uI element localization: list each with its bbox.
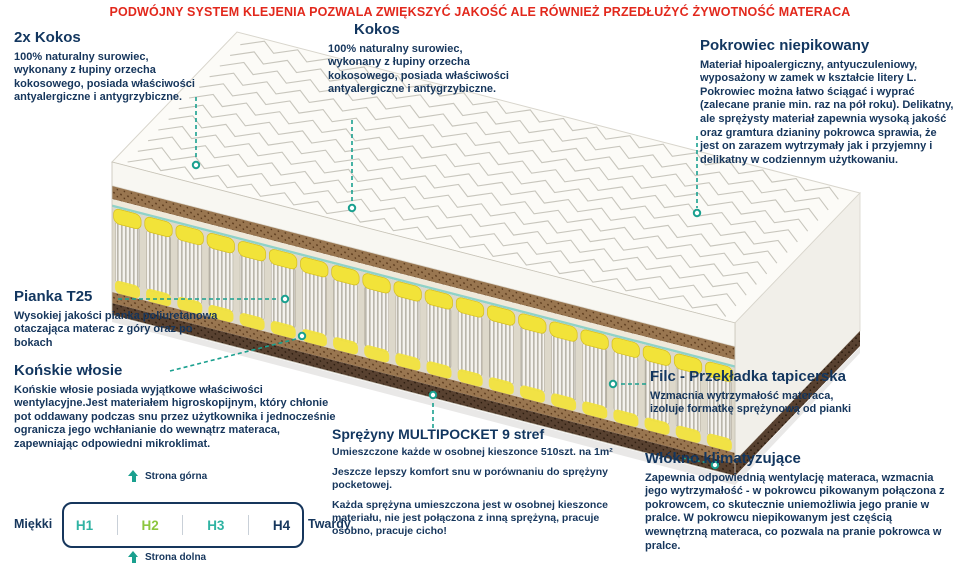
firmness-h1: H1 <box>75 517 94 533</box>
scale-divider <box>248 515 250 535</box>
annotation-filc: Filc - Przekładka tapicerska Wzmacnia wy… <box>650 368 862 423</box>
annotation-body: Wysokiej jakości pianka poliuretanowa ot… <box>14 309 218 349</box>
annotation-body: Końskie włosie posiada wyjątkowe właściw… <box>14 383 336 451</box>
bottom-side-note: Strona dolna <box>128 551 206 564</box>
annotation-body: Umieszczone każde w osobnej kieszonce 51… <box>332 446 613 459</box>
annotation-wlokno: Włókno klimatyzujące Zapewnia odpowiedni… <box>645 450 947 559</box>
arrow-up-icon <box>128 470 139 483</box>
annotation-body: Wzmacnia wytrzymałość materaca, izoluje … <box>650 389 852 416</box>
annotation-title: Włókno klimatyzujące <box>645 450 801 467</box>
bottom-side-label: Strona dolna <box>145 552 207 563</box>
annotation-pianka: Pianka T25 Wysokiej jakości pianka poliu… <box>14 288 220 356</box>
firmness-h3: H3 <box>207 517 225 533</box>
annotation-sprezyny: Sprężyny MULTIPOCKET 9 stref Umieszczone… <box>332 426 614 545</box>
annotation-body: Każda sprężyna umieszczona jest w osobne… <box>332 499 609 538</box>
annotation-title: Filc - Przekładka tapicerska <box>650 368 846 385</box>
top-side-label: Strona górna <box>145 471 208 482</box>
annotation-pokrowiec: Pokrowiec niepikowany Materiał hipoalerg… <box>700 37 954 174</box>
annotation-body: Zapewnia odpowiednią wentylację materaca… <box>645 471 945 552</box>
annotation-body: 100% naturalny surowiec, wykonany z łupi… <box>328 42 509 96</box>
soft-label: Miękki <box>14 517 53 531</box>
annotation-kokos: Kokos 100% naturalny surowiec, wykonany … <box>328 21 514 103</box>
annotation-title: Pianka T25 <box>14 288 93 305</box>
firmness-scale: H1 H2 H3 H4 <box>62 502 304 548</box>
annotation-title: Kokos <box>354 21 400 38</box>
annotation-title: Sprężyny MULTIPOCKET 9 stref <box>332 426 545 442</box>
scale-divider <box>116 515 118 535</box>
annotation-body: 100% naturalny surowiec, wykonany z łupi… <box>14 50 195 104</box>
firmness-h2: H2 <box>141 517 159 533</box>
annotation-title: Pokrowiec niepikowany <box>700 37 870 54</box>
banner-text: PODWÓJNY SYSTEM KLEJENIA POZWALA ZWIĘKSZ… <box>109 5 851 19</box>
top-side-note: Strona górna <box>128 470 207 483</box>
scale-divider <box>182 515 184 535</box>
firmness-h4: H4 <box>272 517 291 533</box>
annotation-title: 2x Kokos <box>14 29 81 46</box>
annotation-konskie-wlosie: Końskie włosie Końskie włosie posiada wy… <box>14 362 336 458</box>
annotation-2x-kokos: 2x Kokos 100% naturalny surowiec, wykona… <box>14 29 202 111</box>
annotation-title: Końskie włosie <box>14 362 123 379</box>
hard-label: Twardy <box>308 517 351 531</box>
arrow-up-icon <box>128 551 139 564</box>
annotation-body: Materiał hipoalergiczny, antyuczuleniowy… <box>700 58 954 166</box>
annotation-body: Jeszcze lepszy komfort snu w porównaniu … <box>332 466 608 492</box>
